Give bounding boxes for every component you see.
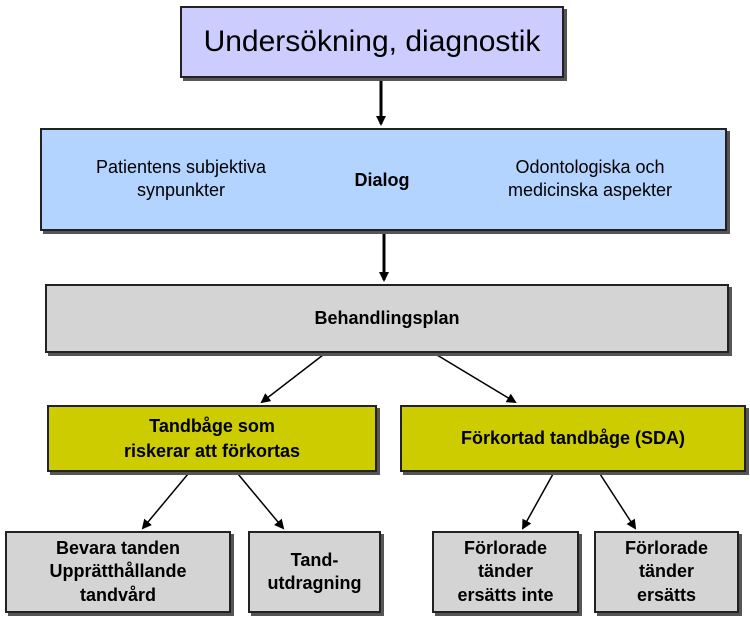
dialog-box: Patientens subjektiva synpunkter Dialog … xyxy=(40,128,727,231)
teeth-replaced-label: Förlorade tänder ersätts xyxy=(624,537,708,605)
arrow-sda-to-replaced xyxy=(599,473,637,530)
preserve-tooth-box: Bevara tanden Upprätthållande tandvård xyxy=(5,531,231,613)
at-risk-arch-label: Tandbåge som riskerar att förkortas xyxy=(123,416,301,461)
dialog-label: Dialog xyxy=(354,170,410,190)
treatment-plan-box: Behandlingsplan xyxy=(45,284,729,353)
arrow-short-to-preserve xyxy=(141,473,189,530)
exam-diagnosis-label: Undersökning, diagnostik xyxy=(203,25,541,58)
extraction-box: Tand- utdragning xyxy=(248,531,381,613)
teeth-replaced-box: Förlorade tänder ersätts xyxy=(594,531,739,613)
arrow-plan-to-short xyxy=(260,354,324,404)
arrow-plan-to-sda xyxy=(436,354,517,404)
treatment-plan-label: Behandlingsplan xyxy=(314,308,460,328)
sda-label: Förkortad tandbåge (SDA) xyxy=(460,428,685,448)
exam-diagnosis-box: Undersökning, diagnostik xyxy=(180,6,564,78)
preserve-tooth-label: Bevara tanden Upprätthållande tandvård xyxy=(49,537,187,605)
at-risk-arch-box: Tandbåge som riskerar att förkortas xyxy=(47,405,377,472)
sda-box: Förkortad tandbåge (SDA) xyxy=(400,405,746,472)
teeth-not-replaced-label: Förlorade tänder ersätts inte xyxy=(457,537,554,605)
patient-views-label: Patientens subjektiva synpunkter xyxy=(95,157,267,201)
arrow-sda-to-not-replaced xyxy=(522,473,554,530)
arrow-short-to-extraction xyxy=(237,473,285,530)
teeth-not-replaced-box: Förlorade tänder ersätts inte xyxy=(432,531,579,613)
extraction-label: Tand- utdragning xyxy=(267,549,362,593)
clinical-aspects-label: Odontologiska och medicinska aspekter xyxy=(507,157,673,201)
